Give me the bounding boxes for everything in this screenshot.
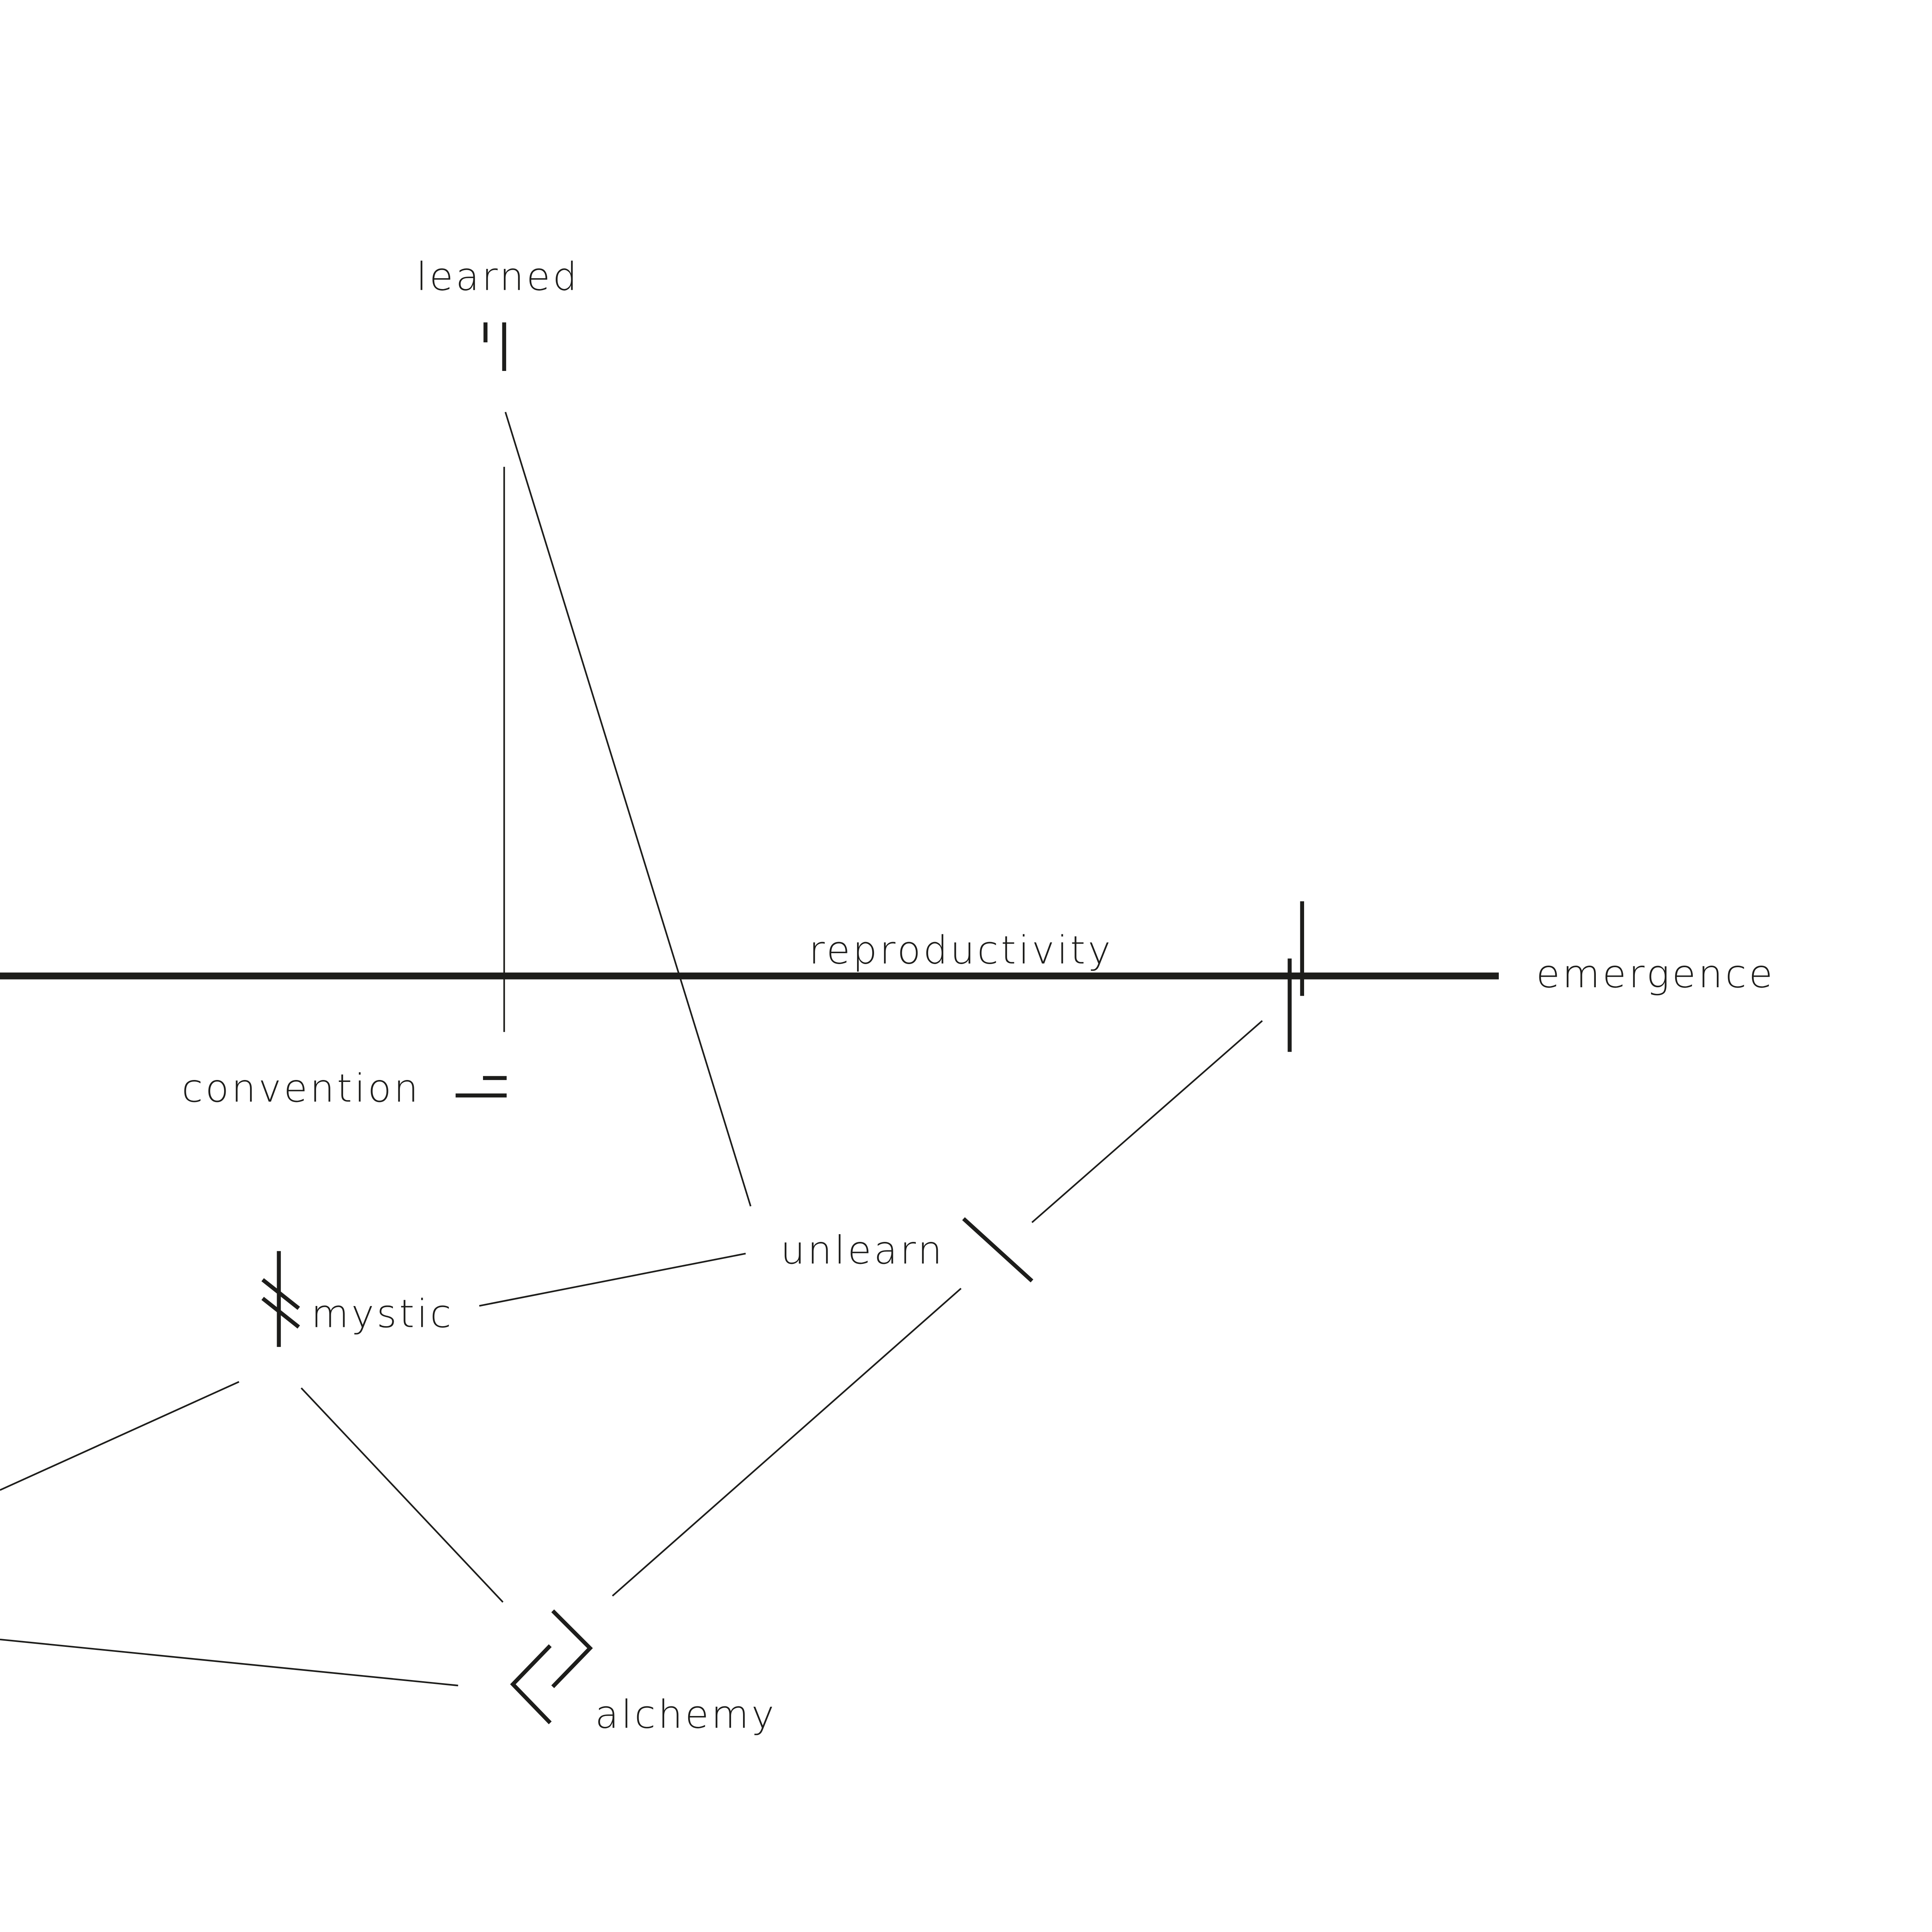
connector-mystic-alchemy [301, 1387, 504, 1603]
convention-glyph-icon [456, 1076, 507, 1098]
connector-emergence-unlearn [1031, 1020, 1263, 1223]
connector-unlearn-mystic [479, 1253, 746, 1307]
mystic-glyph-icon [261, 1251, 300, 1347]
connector-mystic-offscreen [0, 1381, 240, 1491]
connector-unlearn-alchemy [612, 1287, 962, 1597]
emergence-glyph-icon [1287, 901, 1304, 1052]
learned-glyph-icon [483, 322, 506, 371]
unlearn-glyph-icon [962, 1217, 1034, 1282]
label-alchemy: alchemy [595, 1692, 777, 1737]
connector-offscreen-alchemy [0, 1638, 458, 1687]
label-emergence: emergence [1536, 951, 1775, 997]
label-mystic: mystic [311, 1291, 454, 1336]
alchemy-glyph-icon [510, 1609, 593, 1725]
label-learned: learned [416, 254, 580, 299]
label-unlearn: unlearn [781, 1228, 945, 1273]
label-convention: convention [182, 1066, 421, 1111]
axis-label: reproductivity [809, 928, 1113, 973]
connector-learned-unlearn [504, 412, 752, 1207]
